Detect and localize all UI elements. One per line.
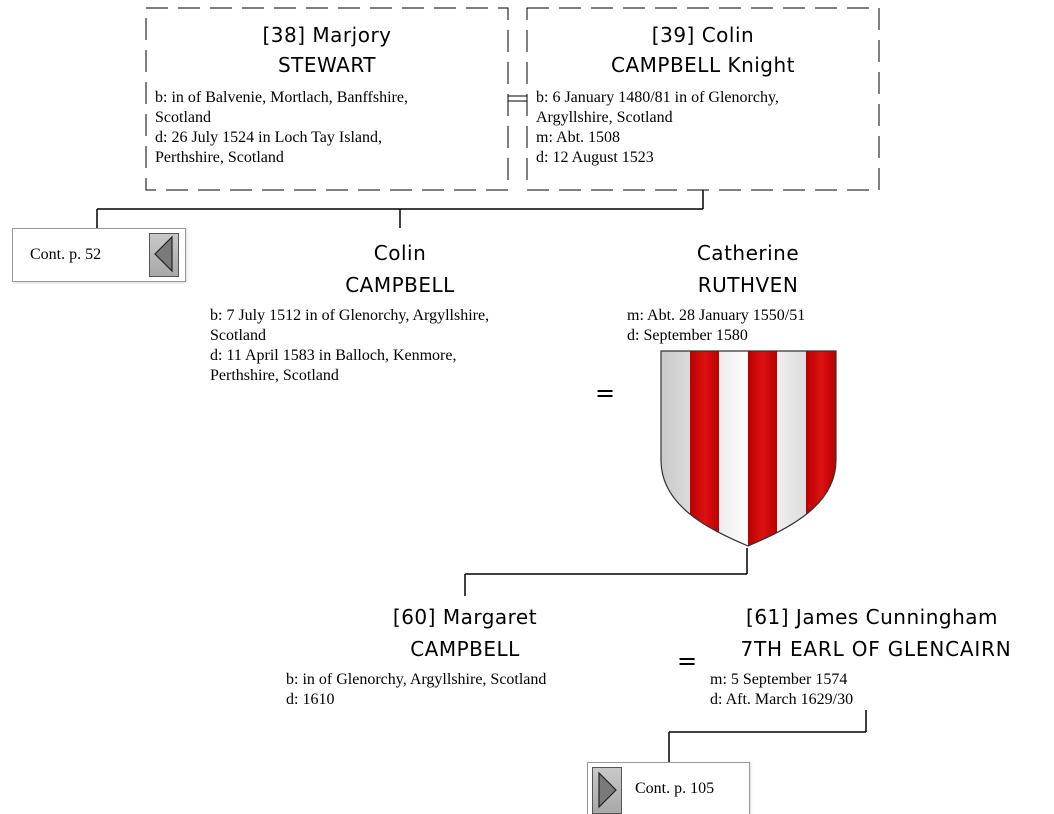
marriage-symbol: = xyxy=(677,647,698,675)
person-surname: CAMPBELL xyxy=(345,273,455,297)
person-surname: CAMPBELL Knight xyxy=(610,53,796,77)
person-name: [38] Marjory xyxy=(262,23,392,47)
person-details: m: Abt. 28 January 1550/51 d: September … xyxy=(627,306,805,346)
coat-of-arms-shield xyxy=(660,350,837,547)
person-card-james[interactable]: [61] James Cunningham 7TH EARL OF GLENCA… xyxy=(702,604,1050,714)
person-card-colin-knight[interactable]: [39] Colin CAMPBELL Knight b: 6 January … xyxy=(527,8,879,190)
person-card-catherine[interactable]: Catherine RUTHVEN m: Abt. 28 January 155… xyxy=(618,240,878,360)
continuation-label: Cont. p. 105 xyxy=(635,779,715,797)
birth-text: b: 6 January 1480/81 in of Glenorchy, xyxy=(536,89,779,106)
person-surname: STEWART xyxy=(277,53,377,77)
birth-text-cont: Scotland xyxy=(155,109,211,126)
person-details: m: 5 September 1574 d: Aft. March 1629/3… xyxy=(710,670,853,710)
person-card-marjory[interactable]: [38] Marjory STEWART b: in of Balvenie, … xyxy=(146,8,508,190)
person-card-margaret[interactable]: [60] Margaret CAMPBELL b: in of Glenorch… xyxy=(270,604,660,714)
death-text-cont: Perthshire, Scotland xyxy=(155,149,284,166)
person-name: [60] Margaret xyxy=(392,605,538,629)
person-details: b: 7 July 1512 in of Glenorchy, Argyllsh… xyxy=(210,306,489,386)
family-line-parents xyxy=(96,190,704,228)
person-surname: 7TH EARL OF GLENCAIRN xyxy=(740,637,1012,661)
death-text: d: September 1580 xyxy=(627,327,748,344)
death-text-cont: Perthshire, Scotland xyxy=(210,367,339,384)
continuation-link-left[interactable]: Cont. p. 52 xyxy=(12,228,186,282)
person-name: [39] Colin xyxy=(651,23,755,47)
person-card-colin[interactable]: Colin CAMPBELL b: 7 July 1512 in of Glen… xyxy=(200,240,600,400)
death-text: d: 1610 xyxy=(286,691,335,708)
continuation-label: Cont. p. 52 xyxy=(30,246,102,263)
birth-text: b: in of Glenorchy, Argyllshire, Scotlan… xyxy=(286,671,547,688)
continuation-link-right[interactable]: Cont. p. 105 xyxy=(587,762,750,814)
person-details: b: in of Glenorchy, Argyllshire, Scotlan… xyxy=(286,670,546,710)
person-details: b: in of Balvenie, Mortlach, Banffshire,… xyxy=(155,88,408,168)
person-name: [61] James Cunningham xyxy=(746,605,998,629)
family-line-colin xyxy=(464,548,748,596)
person-name: Catherine xyxy=(696,241,800,265)
marriage-text: m: Abt. 28 January 1550/51 xyxy=(627,307,806,324)
birth-text-cont: Scotland xyxy=(210,327,266,344)
birth-text: b: in of Balvenie, Mortlach, Banffshire, xyxy=(155,89,408,106)
person-surname: RUTHVEN xyxy=(697,273,799,297)
person-details: b: 6 January 1480/81 in of Glenorchy, Ar… xyxy=(536,88,779,168)
person-name: Colin xyxy=(373,241,427,265)
birth-text: b: 7 July 1512 in of Glenorchy, Argyllsh… xyxy=(210,307,490,324)
death-text: d: 12 August 1523 xyxy=(536,149,654,166)
marriage-symbol: = xyxy=(595,379,616,407)
family-line-margaret xyxy=(668,710,867,762)
triangle-right-icon xyxy=(592,767,622,814)
death-text: d: Aft. March 1629/30 xyxy=(710,691,854,708)
birth-text-cont: Argyllshire, Scotland xyxy=(536,109,673,126)
triangle-left-icon xyxy=(149,233,179,277)
marriage-text: m: 5 September 1574 xyxy=(710,671,848,688)
death-text: d: 26 July 1524 in Loch Tay Island, xyxy=(155,129,383,146)
marriage-text: m: Abt. 1508 xyxy=(536,129,621,146)
person-surname: CAMPBELL xyxy=(410,637,520,661)
death-text: d: 11 April 1583 in Balloch, Kenmore, xyxy=(210,347,457,364)
marjory-box-border xyxy=(145,7,509,191)
